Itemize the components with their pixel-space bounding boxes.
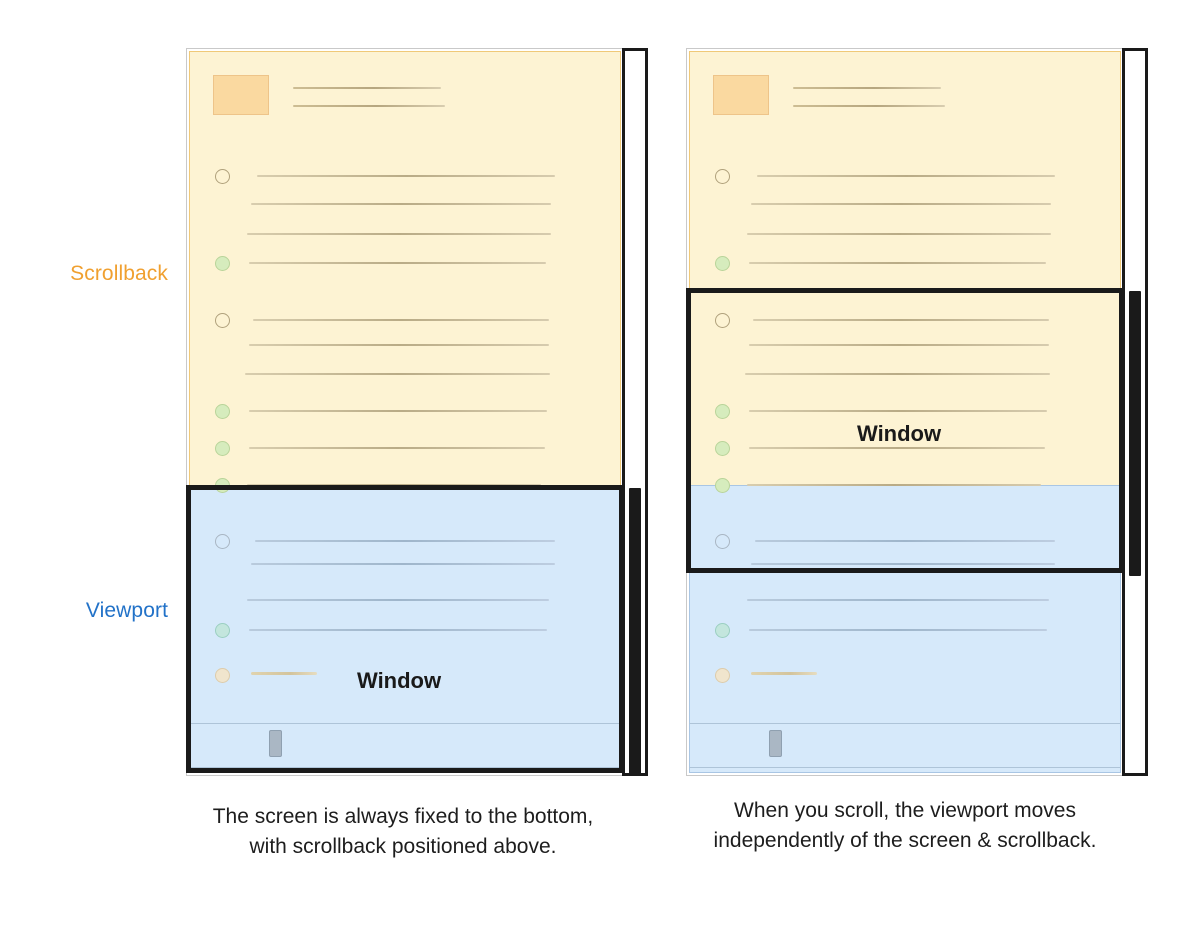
document-layer bbox=[189, 51, 621, 488]
caption-left: The screen is always fixed to the bottom… bbox=[212, 805, 594, 858]
region-label-scrollback: Scrollback bbox=[70, 262, 168, 285]
scrollback-region-left bbox=[189, 51, 621, 488]
text-line bbox=[249, 410, 547, 412]
text-line bbox=[751, 203, 1051, 205]
header-subtitle-line bbox=[793, 105, 945, 107]
text-line bbox=[251, 203, 551, 205]
diagram-panel-left: Window bbox=[186, 48, 624, 776]
window-outline-right: Window bbox=[686, 288, 1124, 573]
scrollback-region-right bbox=[689, 51, 1121, 488]
header-title-line bbox=[293, 87, 441, 89]
list-bullet-icon bbox=[215, 256, 230, 271]
diagram-panel-right: Window bbox=[686, 48, 1124, 776]
window-label-right: Window bbox=[857, 421, 942, 446]
text-line bbox=[747, 599, 1049, 601]
row-divider bbox=[689, 767, 1121, 768]
header-badge-icon bbox=[713, 75, 769, 115]
window-label-left: Window bbox=[357, 668, 442, 693]
text-line bbox=[749, 629, 1047, 631]
row-divider bbox=[689, 723, 1121, 724]
text-line bbox=[247, 233, 551, 235]
text-line bbox=[249, 344, 549, 346]
text-line bbox=[749, 262, 1046, 264]
cursor-block bbox=[769, 730, 782, 757]
scrollbar-thumb-right[interactable] bbox=[1129, 291, 1141, 576]
text-line bbox=[253, 319, 549, 321]
window-outline-left: Window bbox=[186, 485, 624, 773]
text-line bbox=[249, 262, 546, 264]
header-title-line bbox=[793, 87, 941, 89]
list-bullet-icon bbox=[215, 404, 230, 419]
scrollback-content-clip-left bbox=[189, 51, 621, 488]
text-line bbox=[757, 175, 1055, 177]
scrollbar-track-left[interactable] bbox=[622, 48, 648, 776]
prompt-accent-line bbox=[751, 672, 817, 675]
header-badge-icon bbox=[213, 75, 269, 115]
list-bullet-icon bbox=[715, 623, 730, 638]
list-bullet-icon bbox=[715, 169, 730, 184]
text-line bbox=[747, 233, 1051, 235]
text-line bbox=[245, 373, 550, 375]
list-bullet-icon bbox=[215, 441, 230, 456]
list-bullet-icon bbox=[215, 169, 230, 184]
header-subtitle-line bbox=[293, 105, 445, 107]
text-line bbox=[249, 447, 545, 449]
region-label-viewport: Viewport bbox=[85, 599, 168, 622]
text-line bbox=[257, 175, 555, 177]
list-bullet-icon bbox=[215, 313, 230, 328]
caption-right: When you scroll, the viewport moves inde… bbox=[713, 799, 1097, 852]
list-bullet-icon bbox=[715, 256, 730, 271]
scrollbar-track-right[interactable] bbox=[1122, 48, 1148, 776]
scrollbar-thumb-left[interactable] bbox=[629, 488, 641, 776]
list-bullet-icon bbox=[715, 668, 730, 683]
